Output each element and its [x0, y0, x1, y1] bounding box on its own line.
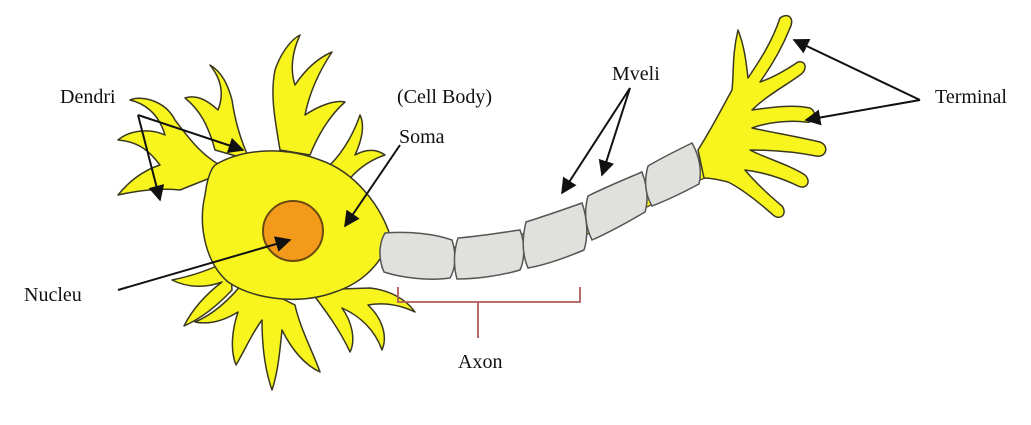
label-myelin: Mveli — [612, 63, 660, 85]
nucleus — [263, 201, 323, 261]
label-axon: Axon — [458, 351, 502, 373]
label-cell-body: (Cell Body) — [397, 86, 492, 108]
myelin-segment — [454, 230, 523, 279]
label-dendrites: Dendri — [60, 86, 116, 108]
label-soma: Soma — [399, 126, 445, 148]
label-nucleus: Nucleu — [24, 284, 82, 306]
myelin-segment — [380, 232, 455, 279]
label-terminal: Terminal — [935, 86, 1007, 108]
